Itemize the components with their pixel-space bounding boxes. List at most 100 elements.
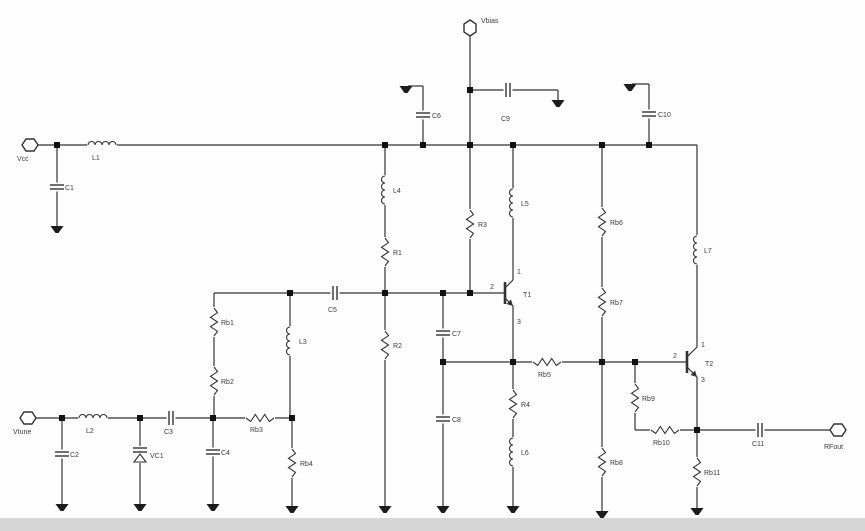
- label-L2: L2: [86, 428, 94, 435]
- label-Rb6: Rb6: [610, 220, 623, 227]
- label-L3: L3: [299, 339, 307, 346]
- component-Rb1[interactable]: [209, 307, 219, 337]
- ground-icon: [595, 511, 609, 518]
- label-VC1: VC1: [150, 453, 164, 460]
- ground-icon: [55, 504, 69, 511]
- component-L6[interactable]: [507, 437, 519, 467]
- ground-icon: [133, 504, 147, 511]
- component-R1[interactable]: [380, 237, 390, 267]
- component-C5[interactable]: [330, 285, 340, 301]
- component-C11[interactable]: [755, 422, 765, 438]
- label-Rb2: Rb2: [221, 379, 234, 386]
- component-C10[interactable]: [641, 109, 657, 119]
- ground-icon: [551, 100, 565, 107]
- label-Rb3: Rb3: [250, 427, 263, 434]
- label-T1: T1: [523, 292, 531, 299]
- component-C3[interactable]: [166, 410, 176, 426]
- transistor-T2[interactable]: [685, 346, 698, 378]
- label-L6: L6: [521, 450, 529, 457]
- label-T2-pin1: 1: [701, 342, 705, 349]
- component-L7[interactable]: [691, 235, 703, 265]
- port-vtune[interactable]: [19, 411, 37, 425]
- junction-node: [599, 142, 605, 148]
- component-Rb11[interactable]: [692, 457, 702, 487]
- junction-node: [210, 415, 216, 421]
- junction-node: [54, 142, 60, 148]
- component-C6[interactable]: [415, 110, 431, 120]
- component-C8[interactable]: [435, 414, 451, 424]
- label-L5: L5: [521, 201, 529, 208]
- label-Rb8: Rb8: [610, 460, 623, 467]
- port-rfout[interactable]: [829, 423, 847, 437]
- label-T2: T2: [705, 361, 713, 368]
- label-C2: C2: [70, 452, 79, 459]
- transistor-T1[interactable]: [503, 279, 514, 307]
- junction-node: [420, 142, 426, 148]
- component-C7[interactable]: [435, 328, 451, 338]
- component-L3[interactable]: [284, 326, 296, 356]
- component-L2[interactable]: [78, 412, 108, 424]
- junction-node: [467, 142, 473, 148]
- junction-node: [440, 290, 446, 296]
- ground-icon: [506, 506, 520, 513]
- component-Rb9[interactable]: [630, 383, 640, 413]
- label-C5: C5: [328, 307, 337, 314]
- junction-node: [382, 142, 388, 148]
- junction-node: [467, 87, 473, 93]
- label-R2: R2: [393, 343, 402, 350]
- component-Rb8[interactable]: [597, 447, 607, 477]
- component-R4[interactable]: [508, 389, 518, 419]
- junction-node: [137, 415, 143, 421]
- component-Rb4[interactable]: [287, 448, 297, 478]
- component-C1[interactable]: [49, 182, 65, 192]
- label-T2-pin3: 3: [701, 377, 705, 384]
- component-Rb10[interactable]: [650, 425, 680, 435]
- label-C1: C1: [65, 185, 74, 192]
- label-port-vbias: Vbias: [481, 18, 499, 25]
- component-Rb6[interactable]: [597, 207, 607, 237]
- component-C4[interactable]: [205, 447, 221, 457]
- label-C6: C6: [432, 113, 441, 120]
- ground-icon: [623, 84, 637, 91]
- label-port-vcc: Vcc: [17, 156, 29, 163]
- component-Rb3[interactable]: [245, 413, 275, 423]
- port-vbias[interactable]: [463, 19, 477, 37]
- junction-node: [510, 359, 516, 365]
- port-vcc[interactable]: [21, 138, 39, 152]
- label-C10: C10: [658, 112, 671, 119]
- junction-node: [289, 415, 295, 421]
- label-R4: R4: [521, 402, 530, 409]
- label-T1-pin3: 3: [517, 319, 521, 326]
- junction-node: [440, 359, 446, 365]
- junction-node: [467, 290, 473, 296]
- label-R1: R1: [393, 250, 402, 257]
- ground-icon: [285, 506, 299, 513]
- junction-node: [382, 290, 388, 296]
- ground-icon: [206, 504, 220, 511]
- component-C2[interactable]: [54, 449, 70, 459]
- component-Rb2[interactable]: [209, 366, 219, 396]
- label-Rb4: Rb4: [300, 461, 313, 468]
- component-L5[interactable]: [507, 188, 519, 218]
- component-R2[interactable]: [380, 330, 390, 360]
- junction-node: [287, 290, 293, 296]
- label-C8: C8: [452, 417, 461, 424]
- label-L1: L1: [92, 155, 100, 162]
- component-L1[interactable]: [87, 139, 117, 151]
- label-Rb11: Rb11: [704, 470, 720, 477]
- component-R3[interactable]: [465, 209, 475, 239]
- label-T1-pin2: 2: [490, 284, 494, 291]
- component-C9[interactable]: [503, 82, 513, 98]
- component-Rb5[interactable]: [532, 357, 562, 367]
- label-R3: R3: [478, 222, 487, 229]
- label-C7: C7: [452, 331, 461, 338]
- junction-node: [694, 427, 700, 433]
- label-Rb5: Rb5: [538, 372, 551, 379]
- component-Rb7[interactable]: [597, 287, 607, 317]
- component-L4[interactable]: [379, 175, 391, 205]
- label-C11: C11: [752, 441, 764, 448]
- component-VC1[interactable]: [131, 446, 149, 463]
